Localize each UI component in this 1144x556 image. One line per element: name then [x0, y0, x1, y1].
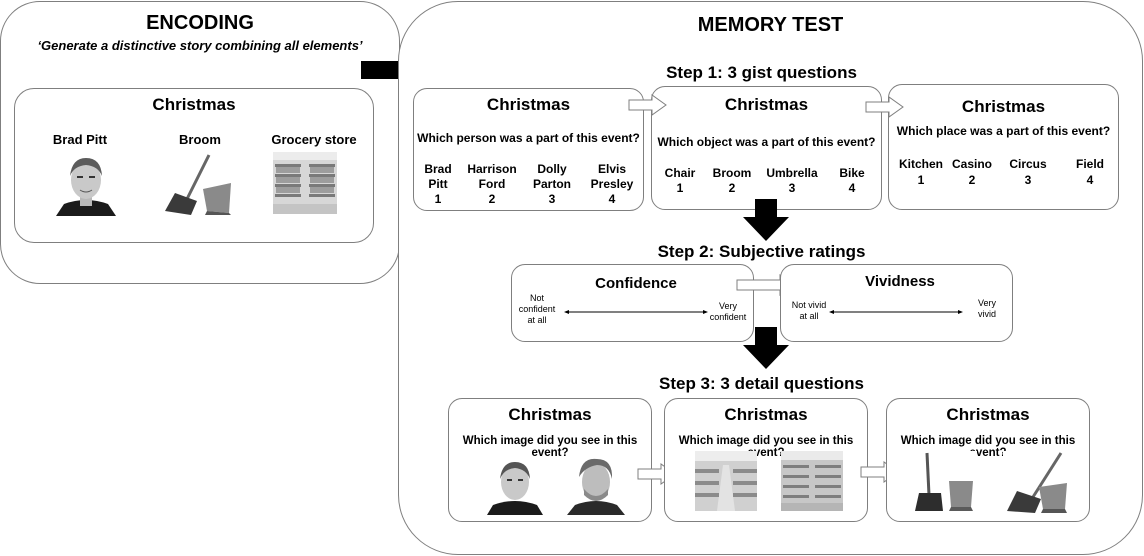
step3-title: Step 3: 3 detail questions [659, 374, 864, 393]
detail-card-title: Christmas [508, 405, 592, 424]
grocery-store-photo [273, 152, 337, 214]
store-option-a [695, 451, 757, 511]
gist-option-num: 4 [848, 181, 856, 195]
gist-option-label: Brad Pitt [424, 162, 452, 191]
vividness-card: Vividness Not vivid at all Very vivid [780, 264, 1013, 342]
gist-option-label: Chair [664, 166, 696, 180]
detail-card-object: Christmas Which image did you see in thi… [886, 398, 1090, 522]
vividness-title: Vividness [865, 273, 935, 290]
memory-test-title: MEMORY TEST [697, 14, 844, 36]
encoding-instruction: ‘Generate a distinctive story combining … [37, 38, 363, 53]
encoding-card: Christmas Brad Pitt Broom Grocery store [14, 88, 374, 243]
gist-option-label: Umbrella [766, 166, 818, 180]
gist-option-label: Bike [839, 166, 865, 180]
gist-arrow-1-2 [628, 94, 667, 116]
encoding-card-title: Christmas [152, 95, 236, 114]
gist-option-num: 3 [1024, 173, 1032, 187]
detail-card-title: Christmas [946, 405, 1030, 424]
encoding-item-person: Brad Pitt [52, 132, 108, 147]
broom-photo [163, 153, 235, 217]
store-option-b [781, 451, 843, 511]
gist-card-person: Christmas Which person was a part of thi… [413, 88, 644, 211]
gist-option-label: Elvis Presley [590, 162, 634, 191]
gist-option-num: 2 [968, 173, 976, 187]
gist-option-num: 2 [488, 192, 496, 206]
step2-title: Step 2: Subjective ratings [657, 242, 866, 261]
encoding-panel: ENCODING ‘Generate a distinctive story c… [0, 1, 400, 284]
gist-option-num: 3 [548, 192, 556, 206]
step1-to-step2-arrow [743, 199, 789, 241]
gist-card-title: Christmas [486, 95, 571, 114]
vividness-high-label: Very vivid [977, 298, 996, 319]
gist-card-title: Christmas [724, 95, 809, 114]
confidence-title: Confidence [595, 275, 677, 292]
gist-option-num: 1 [676, 181, 684, 195]
gist-arrow-2-3 [865, 96, 904, 118]
gist-option-num: 2 [728, 181, 736, 195]
gist-card-object: Christmas Which object was a part of thi… [651, 86, 882, 210]
face-option-b [567, 455, 625, 515]
gist-option-label: Kitchen [898, 157, 943, 171]
broom-option-b [1003, 451, 1075, 515]
vividness-scale-line [829, 310, 963, 314]
detail-card-title: Christmas [724, 405, 808, 424]
confidence-card: Confidence Not confident at all Very con… [511, 264, 754, 342]
confidence-high-label: Very confident [709, 301, 747, 322]
detail-question: Which image did you see in this event? [462, 435, 638, 459]
gist-option-label: Harrison Ford [467, 162, 517, 191]
gist-card-place: Christmas Which place was a part of this… [888, 84, 1119, 210]
encoding-item-object: Broom [179, 132, 221, 147]
gist-option-num: 4 [608, 192, 616, 206]
gist-option-label: Circus [1009, 157, 1047, 171]
detail-card-place: Christmas Which image did you see in thi… [664, 398, 868, 522]
broom-option-a [913, 451, 977, 515]
brad-pitt-photo [56, 152, 116, 216]
gist-option-num: 4 [1086, 173, 1094, 187]
step2-to-step3-arrow [743, 327, 789, 369]
gist-question: Which object was a part of this event? [657, 135, 876, 149]
gist-option-label: Dolly Parton [532, 162, 571, 191]
gist-option-num: 1 [917, 173, 925, 187]
gist-option-num: 3 [788, 181, 796, 195]
face-option-a [487, 457, 543, 515]
gist-question: Which place was a part of this event? [896, 124, 1111, 138]
detail-card-person: Christmas Which image did you see in thi… [448, 398, 652, 522]
detail-question: Which image did you see in this event? [900, 435, 1076, 459]
gist-option-num: 1 [434, 192, 442, 206]
gist-option-label: Broom [712, 166, 752, 180]
gist-question: Which person was a part of this event? [417, 131, 640, 145]
gist-option-label: Casino [951, 157, 992, 171]
step1-title: Step 1: 3 gist questions [666, 63, 857, 82]
encoding-item-place: Grocery store [271, 132, 357, 147]
confidence-scale-line [564, 310, 708, 314]
vividness-low-label: Not vivid at all [791, 300, 827, 321]
confidence-low-label: Not confident at all [518, 293, 556, 325]
gist-option-label: Field [1075, 157, 1104, 171]
gist-card-title: Christmas [961, 97, 1046, 116]
encoding-title: ENCODING [146, 12, 254, 34]
